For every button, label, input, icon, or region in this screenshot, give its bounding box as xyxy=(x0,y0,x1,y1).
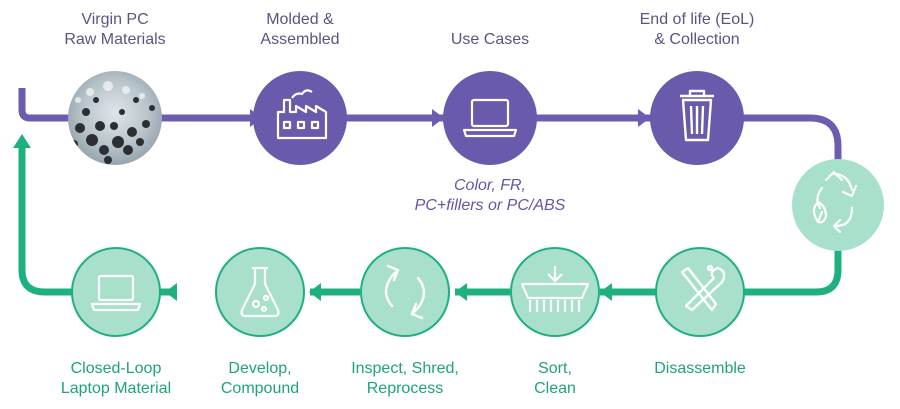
recycle-node xyxy=(792,159,884,251)
right-flow-line xyxy=(700,250,842,296)
label-line: Clean xyxy=(534,380,576,397)
factory-icon xyxy=(276,89,328,140)
label-closed-loop: Closed-Loop Laptop Material xyxy=(46,359,186,399)
laptop-icon xyxy=(462,98,518,138)
arrowhead-top-3 xyxy=(638,109,650,127)
top-flow-line xyxy=(18,88,842,160)
label-line: Assembled xyxy=(260,31,340,48)
refresh-arrows-icon xyxy=(384,264,426,320)
arrowhead-top-2 xyxy=(432,109,444,127)
label-line: Use Cases xyxy=(450,31,530,48)
label-line: Raw Materials xyxy=(64,31,166,48)
tools-node xyxy=(655,247,745,337)
laptop-icon xyxy=(90,274,142,312)
label-disassemble: Disassemble xyxy=(640,359,760,379)
label-sort: Sort, Clean xyxy=(505,359,605,399)
label-line: Sort, xyxy=(538,360,572,377)
trash-icon xyxy=(680,89,714,142)
note-line: PC+fillers or PC/ABS xyxy=(414,197,566,214)
laptop-node-bottom xyxy=(71,247,161,337)
arrowhead-bottom-2 xyxy=(455,283,467,301)
sort-node xyxy=(510,247,600,337)
laptop-node-top xyxy=(443,71,537,165)
bottom-flow-line xyxy=(18,145,170,296)
use-cases-note: Color, FR, PC+fillers or PC/ABS xyxy=(380,176,600,216)
label-line: Develop, xyxy=(228,360,292,377)
label-line: Molded & xyxy=(266,11,334,28)
label-develop: Develop, Compound xyxy=(200,359,320,399)
label-line: Reprocess xyxy=(366,380,444,397)
recycle-icon xyxy=(812,170,858,234)
pellets-photo xyxy=(68,71,162,165)
flask-node xyxy=(215,247,305,337)
arrowhead-bottom-1 xyxy=(600,283,612,301)
label-line: Disassemble xyxy=(654,360,746,377)
note-line: Color, FR, xyxy=(453,177,526,194)
label-molded: Molded & Assembled xyxy=(240,10,360,50)
label-line: Virgin PC xyxy=(81,11,149,28)
label-line: & Collection xyxy=(654,31,740,48)
flask-icon xyxy=(240,266,280,318)
arrowhead-left-up xyxy=(13,134,31,148)
arrowhead-bottom-3 xyxy=(309,283,321,301)
reprocess-node xyxy=(360,247,450,337)
sort-brush-icon xyxy=(520,266,590,312)
label-eol: End of life (EoL) & Collection xyxy=(617,10,777,50)
label-inspect: Inspect, Shred, Reprocess xyxy=(335,359,475,399)
label-use-cases: Use Cases xyxy=(430,30,550,50)
label-line: Closed-Loop xyxy=(70,360,162,377)
label-line: Laptop Material xyxy=(60,380,172,397)
factory-node xyxy=(253,71,347,165)
label-line: Compound xyxy=(220,380,300,397)
label-virgin-pc: Virgin PC Raw Materials xyxy=(55,10,175,50)
label-line: Inspect, Shred, xyxy=(351,360,459,377)
trash-node xyxy=(650,71,744,165)
label-line: End of life (EoL) xyxy=(639,11,755,28)
arrowhead-bottom-4 xyxy=(165,283,177,301)
tools-icon xyxy=(680,264,726,312)
